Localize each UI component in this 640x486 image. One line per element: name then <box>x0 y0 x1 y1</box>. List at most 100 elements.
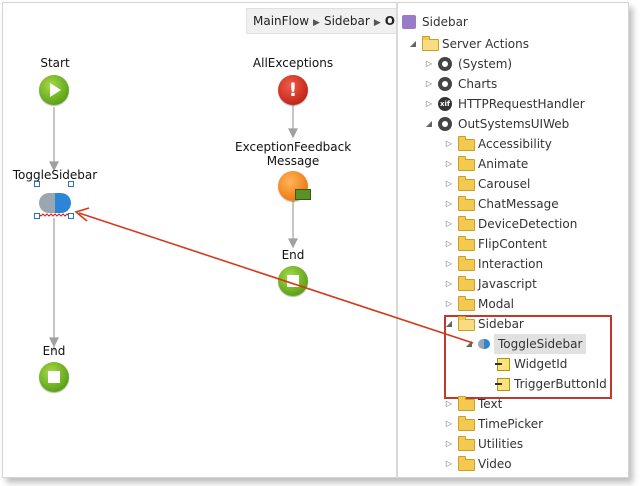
chevron-right-icon: ▶ <box>313 18 320 28</box>
selection-handle[interactable] <box>34 213 40 219</box>
folder-icon <box>458 296 475 311</box>
play-icon <box>50 83 61 97</box>
folder-icon <box>458 196 475 211</box>
connector-arrowhead <box>288 128 298 139</box>
toggle-action-icon-right <box>484 339 490 349</box>
collapsed-arrow-icon[interactable]: ▷ <box>445 259 453 268</box>
collapsed-arrow-icon[interactable]: ▷ <box>445 299 453 308</box>
module-gear-icon <box>438 57 452 71</box>
folder-icon <box>458 156 475 171</box>
input-parameter-icon <box>495 358 510 371</box>
xif-icon: xif <box>438 97 452 111</box>
collapsed-arrow-icon[interactable]: ▷ <box>445 159 453 168</box>
expanded-arrow-icon[interactable]: ◢ <box>465 339 473 348</box>
tree-item-label: Text <box>478 397 503 411</box>
selection-handle[interactable] <box>68 181 74 187</box>
expanded-arrow-icon[interactable]: ◢ <box>425 119 433 128</box>
tree-item-label: Carousel <box>478 177 531 191</box>
breadcrumb: MainFlow▶Sidebar▶Ok <box>246 8 410 34</box>
end-label-2: End <box>281 248 305 262</box>
folder-icon <box>458 176 475 191</box>
breadcrumb-item-sidebar[interactable]: Sidebar <box>323 14 370 28</box>
folder-icon <box>458 396 475 411</box>
collapsed-arrow-icon[interactable]: ▷ <box>425 99 433 108</box>
tree-item-label: Modal <box>478 297 514 311</box>
tree-item-label: Video <box>478 457 512 471</box>
folder-icon <box>458 276 475 291</box>
module-gear-icon <box>438 117 452 131</box>
collapsed-arrow-icon[interactable]: ▷ <box>445 459 453 468</box>
tree-item-label: OutSystemsUIWeb <box>458 117 570 131</box>
toggle-action-icon-left <box>478 339 484 349</box>
flow-connectors <box>38 104 298 351</box>
all-exceptions-label: AllExceptions <box>252 56 334 70</box>
folder-open-icon <box>458 316 475 331</box>
collapsed-arrow-icon[interactable]: ▷ <box>445 279 453 288</box>
tree-item-label: Accessibility <box>478 137 552 151</box>
collapsed-arrow-icon[interactable]: ▷ <box>425 59 433 68</box>
connector-arrowhead <box>288 238 298 249</box>
breadcrumb-item-mainflow[interactable]: MainFlow <box>253 14 310 28</box>
module-gear-icon <box>438 77 452 91</box>
toggle-sidebar-label: ToggleSidebar <box>12 168 98 182</box>
elements-tree: Sidebar ◢ Server Actions ▷ (System) ▷ Ch… <box>398 3 628 477</box>
tree-item-label: TriggerButtonId <box>514 377 607 391</box>
collapsed-arrow-icon[interactable]: ▷ <box>425 79 433 88</box>
folder-open-icon <box>422 36 439 51</box>
end-node-2[interactable] <box>278 266 308 296</box>
collapsed-arrow-icon[interactable]: ▷ <box>445 199 453 208</box>
folder-icon <box>458 456 475 471</box>
connector-arrowhead <box>49 161 59 172</box>
error-squiggle <box>38 213 72 217</box>
folder-icon <box>458 136 475 151</box>
all-exceptions-node[interactable]: ! <box>278 75 308 105</box>
tree-item-label: WidgetId <box>514 357 568 371</box>
flow-canvas[interactable]: Start ToggleSidebar End AllExceptions ! … <box>3 3 410 477</box>
tree-item-label: (System) <box>458 57 513 71</box>
collapsed-arrow-icon[interactable]: ▷ <box>445 239 453 248</box>
folder-icon <box>458 416 475 431</box>
toggle-icon-right <box>55 193 71 213</box>
tree-item-label: DeviceDetection <box>478 217 578 231</box>
feedback-label-line2: Message <box>266 154 320 168</box>
collapsed-arrow-icon[interactable]: ▷ <box>445 419 453 428</box>
start-node[interactable] <box>39 75 69 105</box>
tree-root-label: Sidebar <box>422 15 468 29</box>
app-window: Start ToggleSidebar End AllExceptions ! … <box>2 2 629 478</box>
tree-item-label: HTTPRequestHandler <box>458 97 585 111</box>
tree-item-label: Charts <box>458 77 498 91</box>
tree-item-label: Server Actions <box>442 37 529 51</box>
stop-icon <box>287 275 299 287</box>
input-parameter-icon <box>495 378 510 391</box>
tree-item-label: FlipContent <box>478 237 547 251</box>
tree-item-label: TimePicker <box>478 417 544 431</box>
start-label: Start <box>40 56 70 70</box>
collapsed-arrow-icon[interactable]: ▷ <box>445 399 453 408</box>
connector-arrowhead <box>49 337 59 348</box>
folder-icon <box>458 216 475 231</box>
feedback-label-line1: ExceptionFeedback <box>235 140 352 154</box>
expanded-arrow-icon[interactable]: ◢ <box>445 319 453 328</box>
chevron-right-icon: ▶ <box>373 18 381 28</box>
folder-icon <box>458 436 475 451</box>
end-node[interactable] <box>39 362 69 392</box>
selection-handle[interactable] <box>68 213 74 219</box>
tree-item-label: Interaction <box>478 257 544 271</box>
collapsed-arrow-icon[interactable]: ▷ <box>445 179 453 188</box>
toggle-icon-left <box>39 193 55 213</box>
expanded-arrow-icon[interactable]: ◢ <box>409 39 417 48</box>
collapsed-arrow-icon[interactable]: ▷ <box>445 439 453 448</box>
tree-item-label: ChatMessage <box>478 197 559 211</box>
collapsed-arrow-icon[interactable]: ▷ <box>445 219 453 228</box>
highlight-box <box>444 315 612 399</box>
folder-icon <box>458 236 475 251</box>
tree-item-label: Sidebar <box>478 317 524 331</box>
selection-handle[interactable] <box>34 181 40 187</box>
message-badge-icon <box>295 189 311 200</box>
toggle-sidebar-node[interactable] <box>39 193 71 213</box>
exclamation-icon: ! <box>288 79 298 101</box>
tree-item-label: Javascript <box>478 277 537 291</box>
stop-icon <box>48 371 60 383</box>
end-label: End <box>42 344 66 358</box>
collapsed-arrow-icon[interactable]: ▷ <box>445 139 453 148</box>
